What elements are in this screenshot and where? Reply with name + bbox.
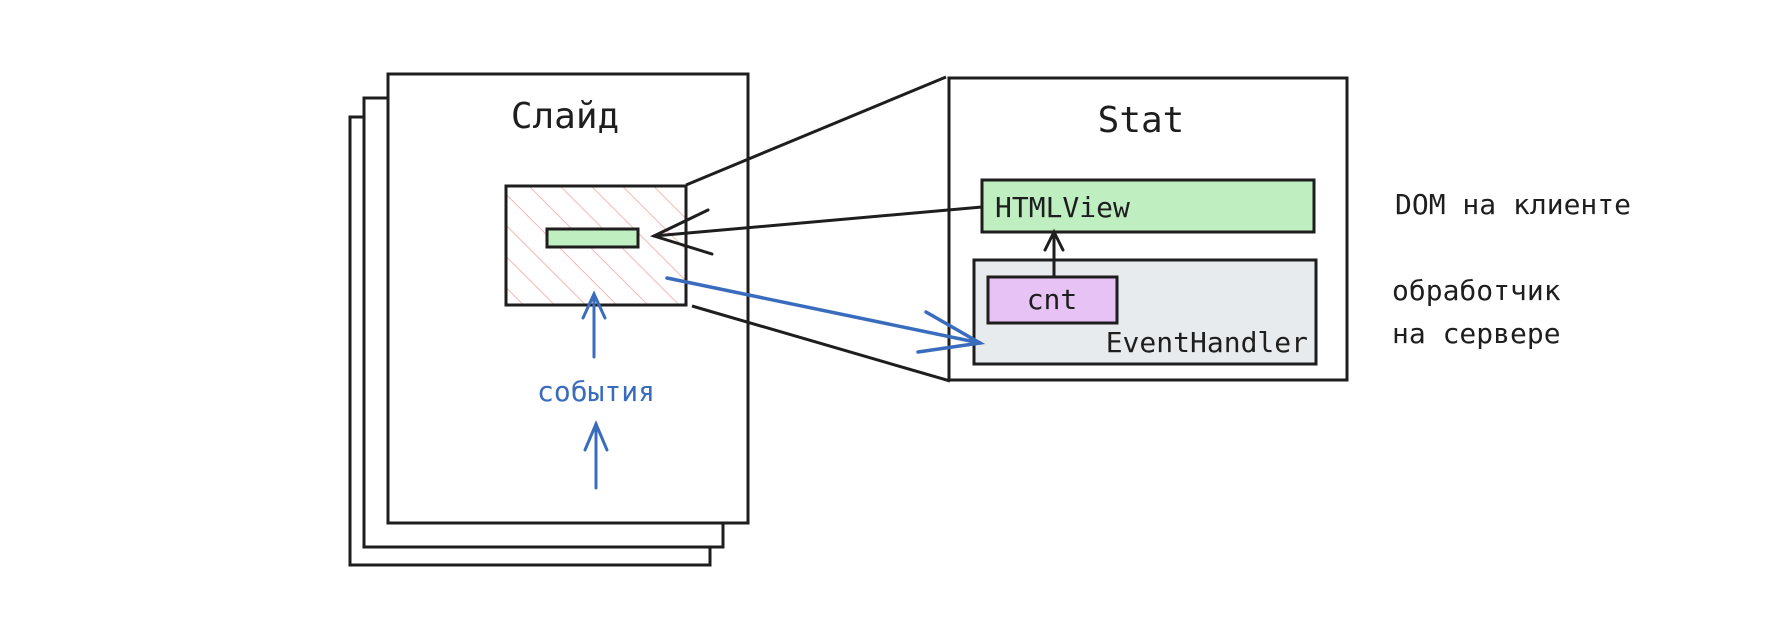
- htmlview-to-widget-arrow-icon: [649, 205, 984, 256]
- handler-note-line2: на сервере: [1392, 317, 1561, 350]
- html-view-box: [980, 178, 1316, 234]
- cnt-to-htmlview-arrow-icon: [1043, 228, 1065, 279]
- slide-title: Слайд: [511, 96, 619, 137]
- handler-note-line1: обработчик: [1392, 274, 1561, 307]
- events-arrow-icon-upper: [581, 290, 607, 359]
- event-handler-label: EventHandler: [1106, 326, 1308, 359]
- zoom-line-top: [685, 75, 947, 187]
- widget-to-handler-arrow-icon: [665, 276, 986, 354]
- dom-on-client-note: DOM на клиенте: [1395, 188, 1631, 221]
- stat-title: Stat: [1098, 100, 1185, 141]
- cnt-box: [986, 275, 1119, 325]
- widget-dom-element: [545, 227, 640, 249]
- events-label: события: [537, 375, 655, 408]
- html-view-label: HTMLView: [995, 191, 1130, 224]
- events-arrow-icon-lower: [583, 420, 609, 490]
- cnt-label: cnt: [1027, 283, 1078, 316]
- zoom-line-bottom: [691, 304, 951, 383]
